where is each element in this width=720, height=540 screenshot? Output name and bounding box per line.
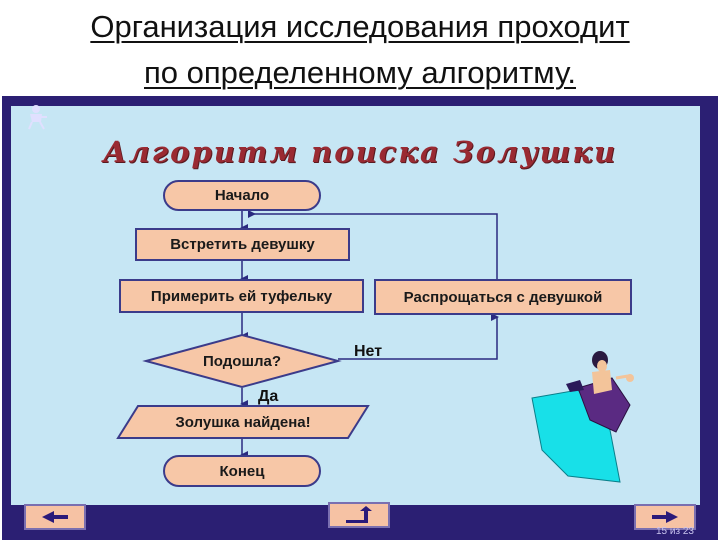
prev-slide-button[interactable]: [24, 504, 86, 530]
end-node: Конец: [163, 455, 321, 487]
left-arrow-icon: [42, 511, 68, 523]
decision-shape: [142, 333, 342, 389]
no-label: Нет: [354, 343, 383, 360]
teacher-icon: [28, 105, 47, 130]
slide-title: Алгоритм поиска Золушки: [102, 135, 618, 169]
io-shape: [116, 405, 370, 439]
next-slide-button[interactable]: [634, 504, 696, 530]
decision-label: Подошла?: [203, 352, 281, 370]
return-button[interactable]: [328, 502, 390, 528]
try-shoe-node: Примерить ей туфельку: [119, 279, 364, 313]
heading-line-2: по определенному алгоритму.: [144, 55, 576, 90]
yes-label: Да: [258, 388, 279, 405]
meet-girl-node: Встретить девушку: [135, 228, 350, 261]
connector: [248, 210, 498, 279]
found-label: Золушка найдена!: [175, 413, 311, 431]
page-heading: Организация исследования проходит по опр…: [0, 4, 720, 96]
right-arrow-icon: [652, 511, 678, 523]
start-node: Начало: [163, 180, 321, 211]
slide-counter: 15 из 23: [656, 526, 694, 537]
say-goodbye-node: Распрощаться с девушкой: [374, 279, 632, 315]
return-arrow-icon: [346, 506, 372, 523]
cinderella-image: [531, 351, 634, 483]
heading-line-1: Организация исследования проходит: [90, 9, 630, 44]
connector: [338, 313, 499, 360]
